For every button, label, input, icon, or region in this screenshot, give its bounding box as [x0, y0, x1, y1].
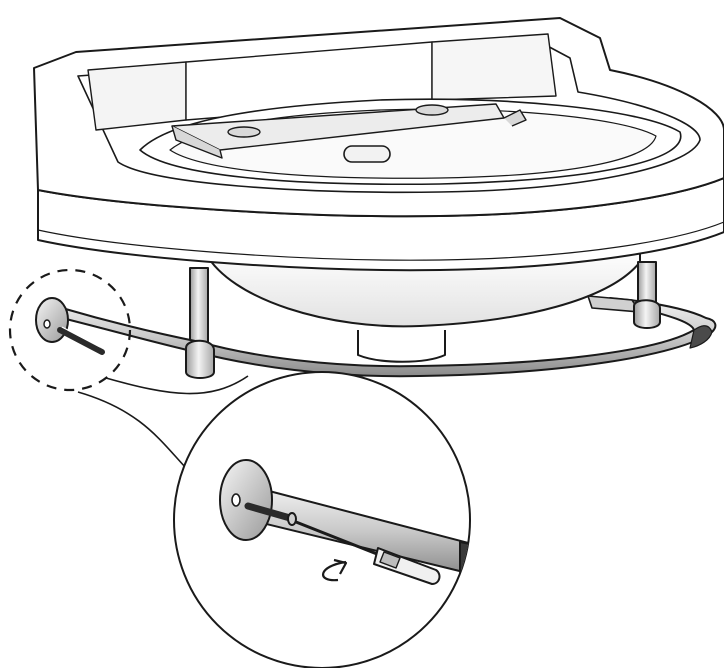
- magnified-detail: [173, 371, 471, 668]
- apron-lower-edge: [37, 221, 724, 261]
- detail-screw-head: [287, 512, 297, 526]
- basin-backsplash-corner: [431, 33, 557, 101]
- tap-deck-lip-right: [503, 109, 527, 127]
- wall-rosette-screw-hole: [43, 319, 51, 329]
- rail-tube-back: [587, 295, 641, 313]
- rotation-arrow-icon: [321, 560, 347, 582]
- rail-tube-right-shade: [689, 325, 713, 349]
- fixing-screw: [57, 327, 105, 355]
- wall-rosette: [35, 297, 69, 343]
- detail-marker-circle: [8, 268, 132, 392]
- rail-joint-left: [185, 339, 215, 379]
- washbasin: [33, 17, 724, 363]
- detail-rosette-screw-hole: [231, 493, 241, 507]
- basin-backsplash: [87, 61, 187, 131]
- detail-screwdriver-shaft: [295, 520, 383, 558]
- detail-fixing-screw: [244, 502, 294, 522]
- tap-hole-left: [227, 126, 261, 138]
- rail-joint-right: [633, 299, 661, 329]
- rotation-arrowhead-icon: [333, 558, 348, 575]
- rail-tube: [61, 297, 717, 378]
- detail-rail-tube-shade: [459, 541, 470, 577]
- drain-outlet: [357, 330, 446, 363]
- towel-rail: [35, 261, 717, 379]
- tap-deck-lip-left: [171, 125, 223, 159]
- fixing-screw-highlight: [61, 326, 101, 348]
- overflow-slot: [343, 145, 391, 163]
- detail-screwdriver-grip: [379, 551, 401, 569]
- callout-connector: [77, 375, 249, 469]
- tap-hole-right: [415, 104, 449, 116]
- detail-wall-rosette: [219, 459, 273, 541]
